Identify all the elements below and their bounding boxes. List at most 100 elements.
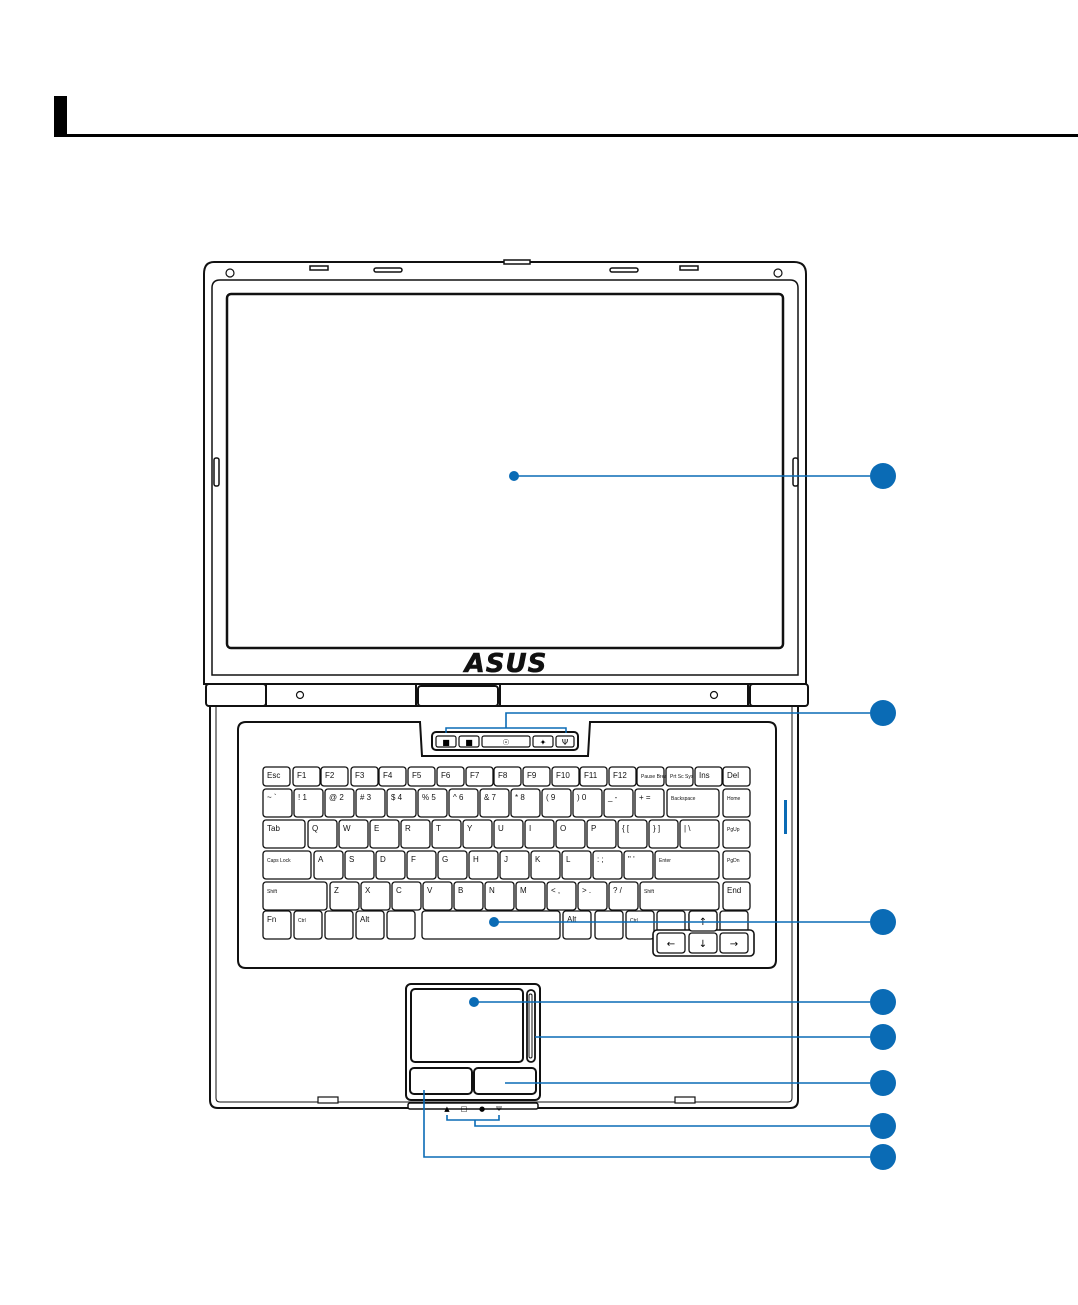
touchpad-right-button[interactable] (473, 1067, 537, 1095)
touchpad[interactable] (410, 988, 524, 1063)
keyboard-key[interactable]: Alt (562, 910, 592, 940)
keyboard-key[interactable]: Esc (262, 766, 291, 787)
keyboard-key[interactable]: B (453, 881, 484, 911)
keyboard-key[interactable]: Y (462, 819, 493, 849)
keyboard-key[interactable]: # 3 (355, 788, 386, 818)
keyboard-key[interactable]: F7 (465, 766, 494, 787)
keyboard-key[interactable]: ( 9 (541, 788, 572, 818)
keyboard-key[interactable]: G (437, 850, 468, 880)
keyboard-key[interactable]: T (431, 819, 462, 849)
keyboard-key[interactable]: ^ 6 (448, 788, 479, 818)
keyboard-key[interactable]: PgUp (722, 819, 751, 849)
keyboard-key[interactable]: Ctrl (625, 910, 655, 940)
keyboard-key[interactable]: Del (722, 766, 751, 787)
keyboard-key[interactable]: PgDn (722, 850, 751, 880)
keyboard-key[interactable]: Ins (694, 766, 723, 787)
keyboard-key[interactable]: F5 (407, 766, 436, 787)
keyboard-key[interactable]: A (313, 850, 344, 880)
keyboard-key[interactable]: F9 (522, 766, 551, 787)
key-label: Del (727, 771, 739, 780)
keyboard-key[interactable]: F4 (378, 766, 407, 787)
keyboard-key[interactable]: F (406, 850, 437, 880)
keyboard-key[interactable]: } ] (648, 819, 679, 849)
keyboard-key[interactable]: + = (634, 788, 665, 818)
keyboard-key[interactable]: Prt Sc Sys Rq (665, 766, 701, 787)
key-label: T (436, 824, 441, 833)
keyboard-key[interactable]: & 7 (479, 788, 510, 818)
keyboard-key[interactable]: F8 (493, 766, 522, 787)
arrow-right-key[interactable]: → (719, 932, 749, 954)
keyboard-key[interactable] (594, 910, 624, 940)
arrow-down-key[interactable]: ↓ (688, 932, 718, 954)
keyboard-key[interactable]: Q (307, 819, 338, 849)
keyboard-key[interactable]: _ - (603, 788, 634, 818)
callout-marker-display-panel (870, 463, 896, 489)
keyboard-key[interactable]: Z (329, 881, 360, 911)
arrow-left-key[interactable]: ← (656, 932, 686, 954)
keyboard-key[interactable]: End (722, 881, 751, 911)
keyboard-key[interactable] (386, 910, 416, 940)
keyboard-key[interactable]: | \ (679, 819, 720, 849)
keyboard-key[interactable]: F10 (551, 766, 580, 787)
keyboard-key[interactable]: % 5 (417, 788, 448, 818)
keyboard-key[interactable]: F3 (350, 766, 379, 787)
wireless-icon: Ψ (562, 738, 568, 747)
keyboard-key[interactable]: E (369, 819, 400, 849)
keyboard-key[interactable]: Caps Lock (262, 850, 312, 880)
keyboard-key[interactable]: { [ (617, 819, 648, 849)
keyboard-key[interactable]: M (515, 881, 546, 911)
keyboard-key[interactable]: : ; (592, 850, 623, 880)
keyboard-key[interactable] (324, 910, 354, 940)
key-label: Ctrl (298, 918, 306, 924)
keyboard-key[interactable]: Alt (355, 910, 385, 940)
keyboard-key[interactable]: U (493, 819, 524, 849)
keyboard-key[interactable]: C (391, 881, 422, 911)
keyboard-key[interactable]: S (344, 850, 375, 880)
keyboard-key[interactable]: F2 (320, 766, 349, 787)
keyboard-key[interactable]: F11 (579, 766, 608, 787)
keyboard-key[interactable]: Fn (262, 910, 292, 940)
keyboard-key[interactable]: Backspace (666, 788, 720, 818)
keyboard-key[interactable]: W (338, 819, 369, 849)
key-label: $ 4 (391, 793, 403, 802)
keyboard-key[interactable]: ? / (608, 881, 639, 911)
keyboard-key[interactable]: F12 (608, 766, 637, 787)
keyboard-key[interactable]: @ 2 (324, 788, 355, 818)
keyboard-key[interactable]: F1 (292, 766, 321, 787)
touchpad-left-button[interactable] (409, 1067, 473, 1095)
keyboard-key[interactable]: O (555, 819, 586, 849)
keyboard-key[interactable]: Enter (654, 850, 720, 880)
keyboard-key[interactable]: K (530, 850, 561, 880)
keyboard-key[interactable]: I (524, 819, 555, 849)
keyboard-key[interactable]: H (468, 850, 499, 880)
keyboard-key[interactable]: D (375, 850, 406, 880)
keyboard-key[interactable]: ! 1 (293, 788, 324, 818)
keyboard-key[interactable]: Ctrl (293, 910, 323, 940)
keyboard-key[interactable]: $ 4 (386, 788, 417, 818)
keyboard-key[interactable]: R (400, 819, 431, 849)
keyboard-key[interactable]: > . (577, 881, 608, 911)
keyboard-key[interactable]: X (360, 881, 391, 911)
keyboard-key[interactable]: N (484, 881, 515, 911)
key-label: F3 (355, 771, 365, 780)
keyboard-key[interactable]: Shift (262, 881, 328, 911)
keyboard-key[interactable]: L (561, 850, 592, 880)
key-label: ! 1 (298, 793, 307, 802)
hinge-bar (205, 683, 809, 707)
keyboard-key[interactable]: Pause Break (636, 766, 670, 787)
keyboard-key[interactable]: V (422, 881, 453, 911)
keyboard-key[interactable]: P (586, 819, 617, 849)
keyboard-key[interactable]: F6 (436, 766, 465, 787)
keyboard-key[interactable]: Home (722, 788, 751, 818)
keyboard-key[interactable]: < , (546, 881, 577, 911)
keyboard-key[interactable]: J (499, 850, 530, 880)
keyboard-key[interactable]: Shift (639, 881, 720, 911)
arrow-up-key[interactable]: ↑ (688, 910, 718, 932)
keyboard-key[interactable]: ~ ` (262, 788, 293, 818)
keyboard-key[interactable]: Tab (262, 819, 306, 849)
keyboard-key[interactable]: " ' (623, 850, 654, 880)
keyboard-key[interactable]: * 8 (510, 788, 541, 818)
keyboard-key[interactable]: ) 0 (572, 788, 603, 818)
brand-logo: ASUS (463, 649, 548, 679)
